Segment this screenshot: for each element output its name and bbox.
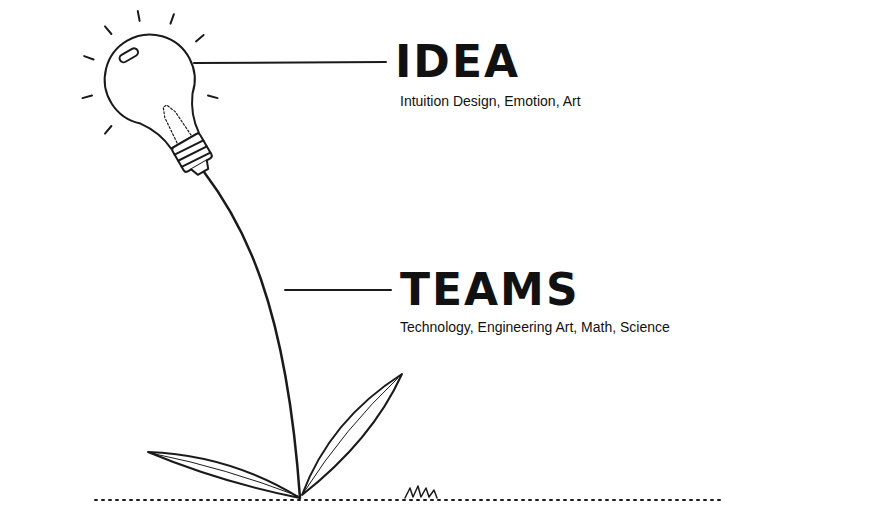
heading-label: TEAMS — [400, 268, 580, 312]
ground-line — [95, 499, 720, 501]
light-bulb — [88, 18, 242, 194]
grass-tuft — [405, 486, 437, 498]
leader-line — [194, 62, 386, 63]
plant-stem — [204, 172, 300, 498]
leader-line — [285, 289, 391, 291]
leaves — [148, 374, 402, 498]
subtitle-label: Intuition Design, Emotion, Art — [400, 94, 581, 108]
subtitle-label: Technology, Engineering Art, Math, Scien… — [400, 320, 670, 334]
heading-label: IDEA — [395, 40, 520, 84]
